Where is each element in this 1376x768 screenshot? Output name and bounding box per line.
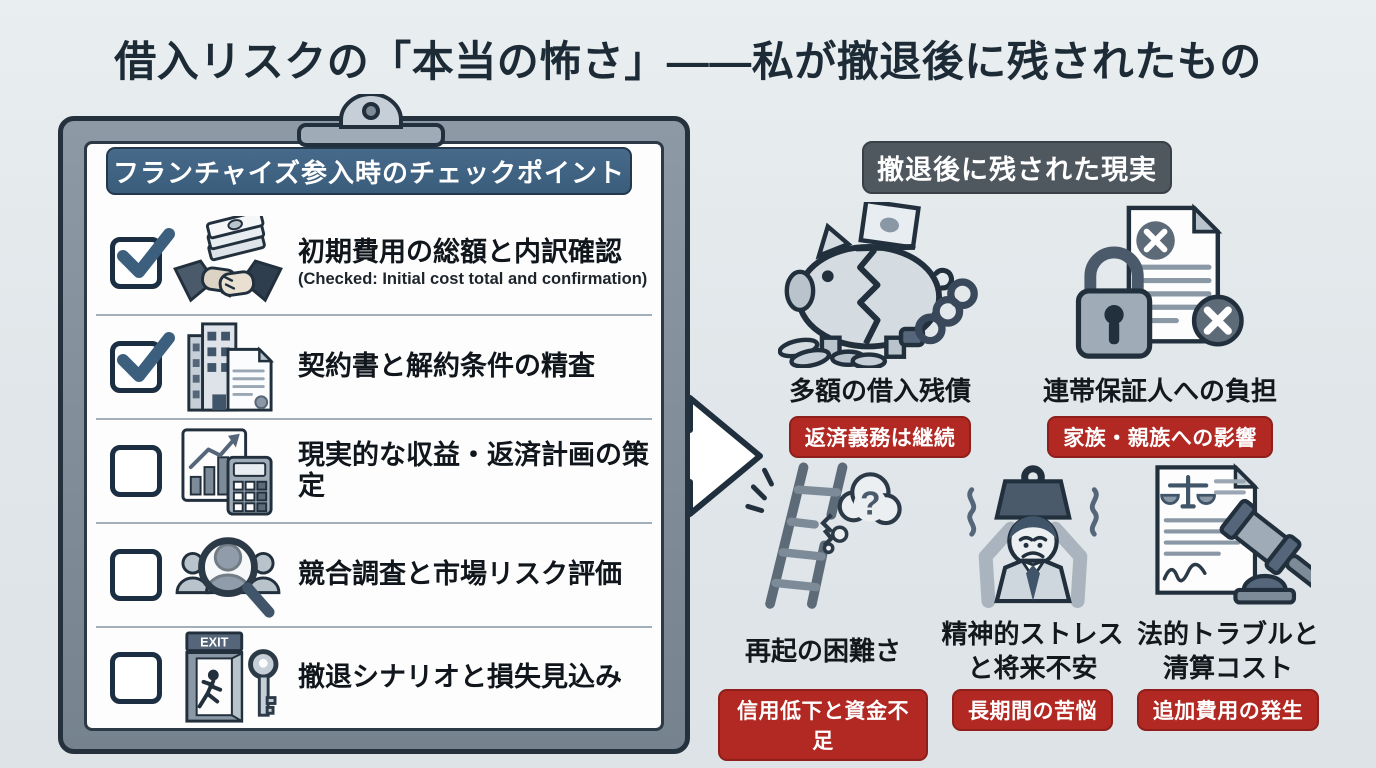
aftermath-item-label: 連帯保証人への負担: [1042, 376, 1277, 406]
money-handshake-icon: [172, 216, 284, 310]
checklist-row-profit-plan: 現実的な収益・返済計画の策定: [96, 420, 652, 524]
aftermath-item-restart-difficulty: ? 再起の困難さ 信用低下と資金不足: [718, 455, 928, 761]
checklist-row-initial-cost: 初期費用の総額と内訳確認 (Checked: Initial cost tota…: [96, 212, 652, 316]
aftermath-item-label: 再起の困難さ: [744, 636, 901, 666]
question-mark-label: ?: [860, 486, 880, 523]
aftermath-item-label: 法的トラブルと 清算コスト: [1136, 619, 1319, 683]
checkbox: [110, 332, 175, 393]
alert-badge: 家族・親族への影響: [1047, 416, 1273, 458]
aftermath-item-label: 多額の借入残債: [788, 376, 971, 406]
checkbox: [110, 228, 175, 289]
checklist-row-exit-scenario: EXIT 撤退シナリオと損失見込み: [96, 628, 652, 728]
aftermath-item-mental-stress: 精神的ストレス と将来不安 長期間の苦悩: [925, 455, 1140, 731]
checklist-item-label: 契約書と解約条件の精査: [298, 351, 595, 382]
aftermath-item-label: 精神的ストレス と将来不安: [941, 619, 1124, 683]
checkbox: [110, 652, 162, 704]
checklist: 初期費用の総額と内訳確認 (Checked: Initial cost tota…: [96, 212, 652, 728]
checklist-item-label: 初期費用の総額と内訳確認: [298, 236, 622, 267]
checklist-item-label: 撤退シナリオと損失見込み: [298, 662, 622, 693]
aftermath-item-debt: 多額の借入残債 返済義務は継続: [760, 198, 1000, 458]
clipboard-paper: [84, 141, 664, 731]
padlock-rejected-document-icon: [1030, 198, 1290, 368]
legal-document-gavel-icon: [1123, 455, 1333, 615]
alert-badge: 追加費用の発生: [1136, 689, 1320, 731]
checklist-header: フランチャイズ参入時のチェックポイント: [106, 147, 632, 195]
checklist-item-label: 現実的な収益・返済計画の策定: [298, 439, 649, 501]
page-title: 借入リスクの「本当の怖さ」——私が撤退後に残されたもの: [114, 38, 1262, 85]
building-contract-icon: [172, 320, 284, 414]
check-icon: [117, 332, 175, 382]
people-magnifier-icon: [172, 528, 284, 622]
checklist-item-label: 競合調査と市場リスク評価: [298, 559, 622, 590]
stressed-person-weight-icon: [925, 455, 1140, 615]
aftermath-item-legal-trouble: 法的トラブルと 清算コスト 追加費用の発生: [1123, 455, 1333, 731]
checkbox: [110, 445, 162, 497]
alert-badge: 返済義務は継続: [788, 416, 972, 458]
broken-piggy-bank-chain-icon: [760, 198, 1000, 368]
checkbox: [110, 549, 162, 601]
checklist-row-market-research: 競合調査と市場リスク評価: [96, 524, 652, 628]
aftermath-item-guarantor: 連帯保証人への負担 家族・親族への影響: [1030, 198, 1290, 458]
check-icon: [117, 228, 175, 278]
aftermath-header: 撤退後に残された現実: [862, 141, 1172, 194]
clipboard-clip-icon: [296, 92, 446, 148]
checklist-item-sublabel: (Checked: Initial cost total and confirm…: [298, 270, 648, 289]
chart-calculator-icon: [172, 424, 284, 518]
exit-sign-label: EXIT: [200, 635, 229, 650]
alert-badge: 長期間の苦悩: [952, 689, 1113, 731]
exit-door-key-icon: EXIT: [172, 631, 284, 725]
alert-badge: 信用低下と資金不足: [718, 689, 928, 761]
checklist-row-contract: 契約書と解約条件の精査: [96, 316, 652, 420]
broken-ladder-icon: ?: [718, 455, 928, 615]
